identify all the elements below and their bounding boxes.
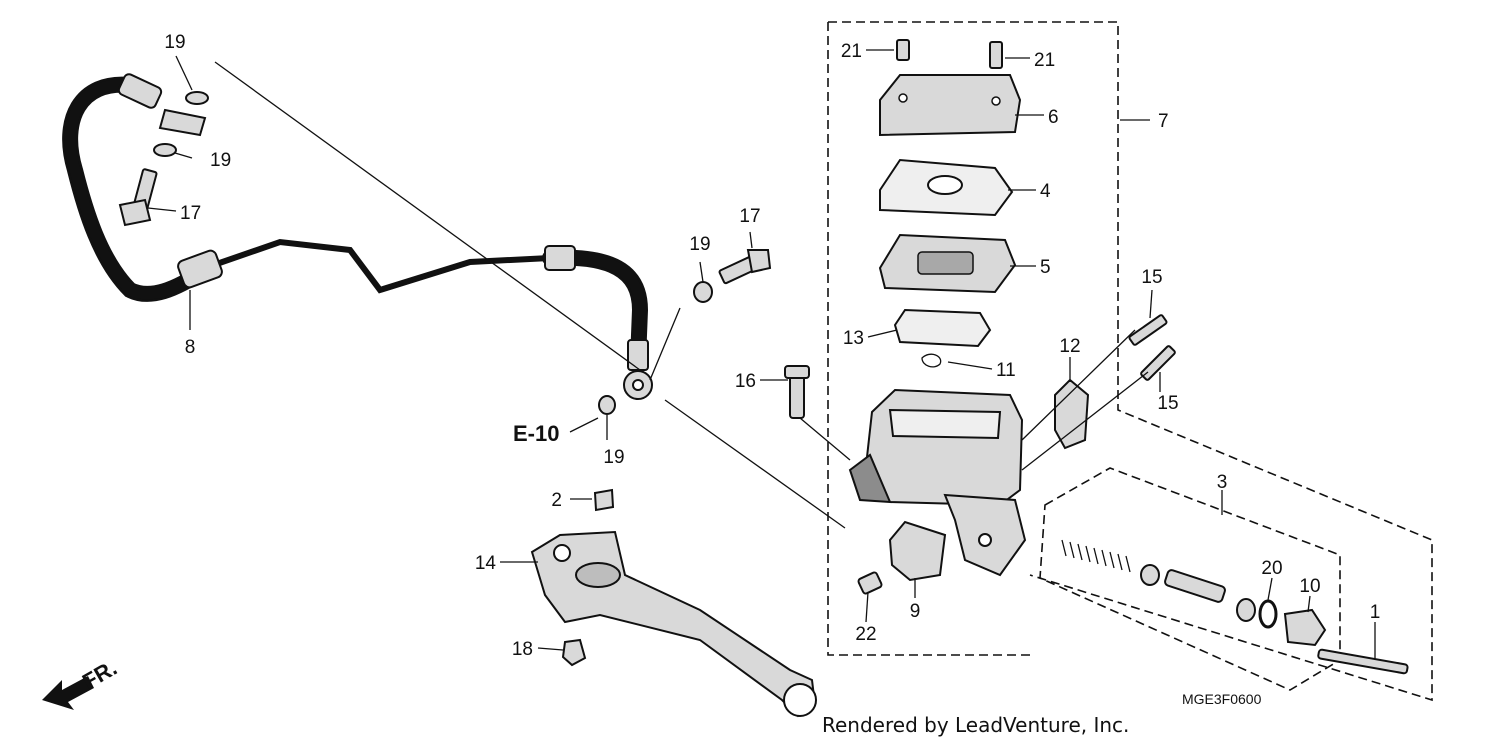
callout-19-upper-a: 19 bbox=[164, 32, 185, 53]
sealing-washer-lower-a bbox=[693, 281, 713, 303]
callout-6: 6 bbox=[1048, 107, 1059, 128]
callout-19-upper-b: 19 bbox=[210, 150, 231, 171]
cap-screw-right bbox=[989, 41, 1003, 69]
callout-21-right: 21 bbox=[1034, 50, 1055, 71]
clutch-lever bbox=[530, 530, 817, 718]
callout-4: 4 bbox=[1040, 181, 1051, 202]
float-plate bbox=[893, 308, 992, 348]
reference-label: E-10 bbox=[513, 421, 559, 446]
callout-17-lower: 17 bbox=[739, 206, 760, 227]
callout-14: 14 bbox=[475, 553, 497, 574]
holder-bolt-upper bbox=[1128, 314, 1168, 346]
lever-pivot-collar bbox=[593, 488, 615, 512]
cap-screw-left bbox=[896, 39, 910, 61]
callout-17-upper: 17 bbox=[180, 203, 201, 224]
callout-5: 5 bbox=[1040, 257, 1051, 278]
render-credit: Rendered by LeadVenture, Inc. bbox=[822, 713, 1129, 737]
piston bbox=[1164, 569, 1226, 603]
switch-screw bbox=[857, 571, 883, 595]
callout-15-upper: 15 bbox=[1141, 267, 1162, 288]
circlip-20 bbox=[1258, 599, 1278, 629]
piston-seal bbox=[1236, 598, 1256, 622]
holder-12 bbox=[1054, 378, 1090, 450]
callout-20: 20 bbox=[1261, 558, 1282, 579]
front-arrow-icon bbox=[42, 676, 94, 710]
sealing-washer-upper-a bbox=[185, 91, 209, 105]
front-direction-indicator: FR. bbox=[42, 655, 121, 710]
diaphragm-plate bbox=[879, 158, 1014, 217]
clip-11 bbox=[921, 353, 942, 368]
clutch-hose bbox=[62, 73, 653, 400]
callout-19-lower-b: 19 bbox=[603, 447, 624, 468]
callout-1: 1 bbox=[1370, 602, 1381, 623]
callout-15-lower: 15 bbox=[1157, 393, 1178, 414]
holder-bolt-lower bbox=[1140, 345, 1176, 381]
leader-lines bbox=[147, 49, 1376, 660]
callout-13: 13 bbox=[843, 328, 864, 349]
callout-2: 2 bbox=[551, 490, 562, 511]
reservoir-cap bbox=[879, 74, 1022, 137]
callout-18: 18 bbox=[512, 639, 533, 660]
callout-3: 3 bbox=[1217, 472, 1228, 493]
callout-8: 8 bbox=[185, 337, 196, 358]
piston-spring bbox=[1061, 539, 1131, 573]
callout-11: 11 bbox=[996, 360, 1016, 381]
piston-cup bbox=[1140, 564, 1160, 586]
callout-9: 9 bbox=[910, 601, 921, 622]
assembly-7-boundary bbox=[827, 21, 1433, 702]
lever-nut bbox=[561, 638, 587, 667]
callout-7: 7 bbox=[1158, 111, 1169, 132]
diaphragm bbox=[878, 233, 1017, 294]
callout-12: 12 bbox=[1059, 336, 1080, 357]
boot-10 bbox=[1283, 608, 1327, 647]
callout-21-left: 21 bbox=[841, 41, 862, 62]
hose-bolt-lower bbox=[718, 249, 772, 285]
callout-22: 22 bbox=[855, 624, 876, 645]
callout-16: 16 bbox=[735, 371, 756, 392]
sealing-washer-upper-b bbox=[153, 143, 177, 157]
reference-e10: E-10 bbox=[513, 421, 559, 446]
diagram-code: MGE3F0600 bbox=[1182, 691, 1262, 707]
hose-bolt-upper bbox=[118, 168, 158, 227]
clutch-switch bbox=[888, 520, 947, 582]
callout-19-lower-a: 19 bbox=[689, 234, 710, 255]
pivot-bolt-16 bbox=[784, 365, 810, 419]
master-cylinder-body bbox=[848, 388, 1027, 577]
sealing-washer-lower-b bbox=[598, 395, 616, 415]
part-callouts: 19 19 17 8 19 17 19 2 14 18 21 21 6 4 5 … bbox=[164, 32, 1380, 660]
push-rod-1 bbox=[1317, 648, 1409, 675]
callout-10: 10 bbox=[1299, 576, 1320, 597]
